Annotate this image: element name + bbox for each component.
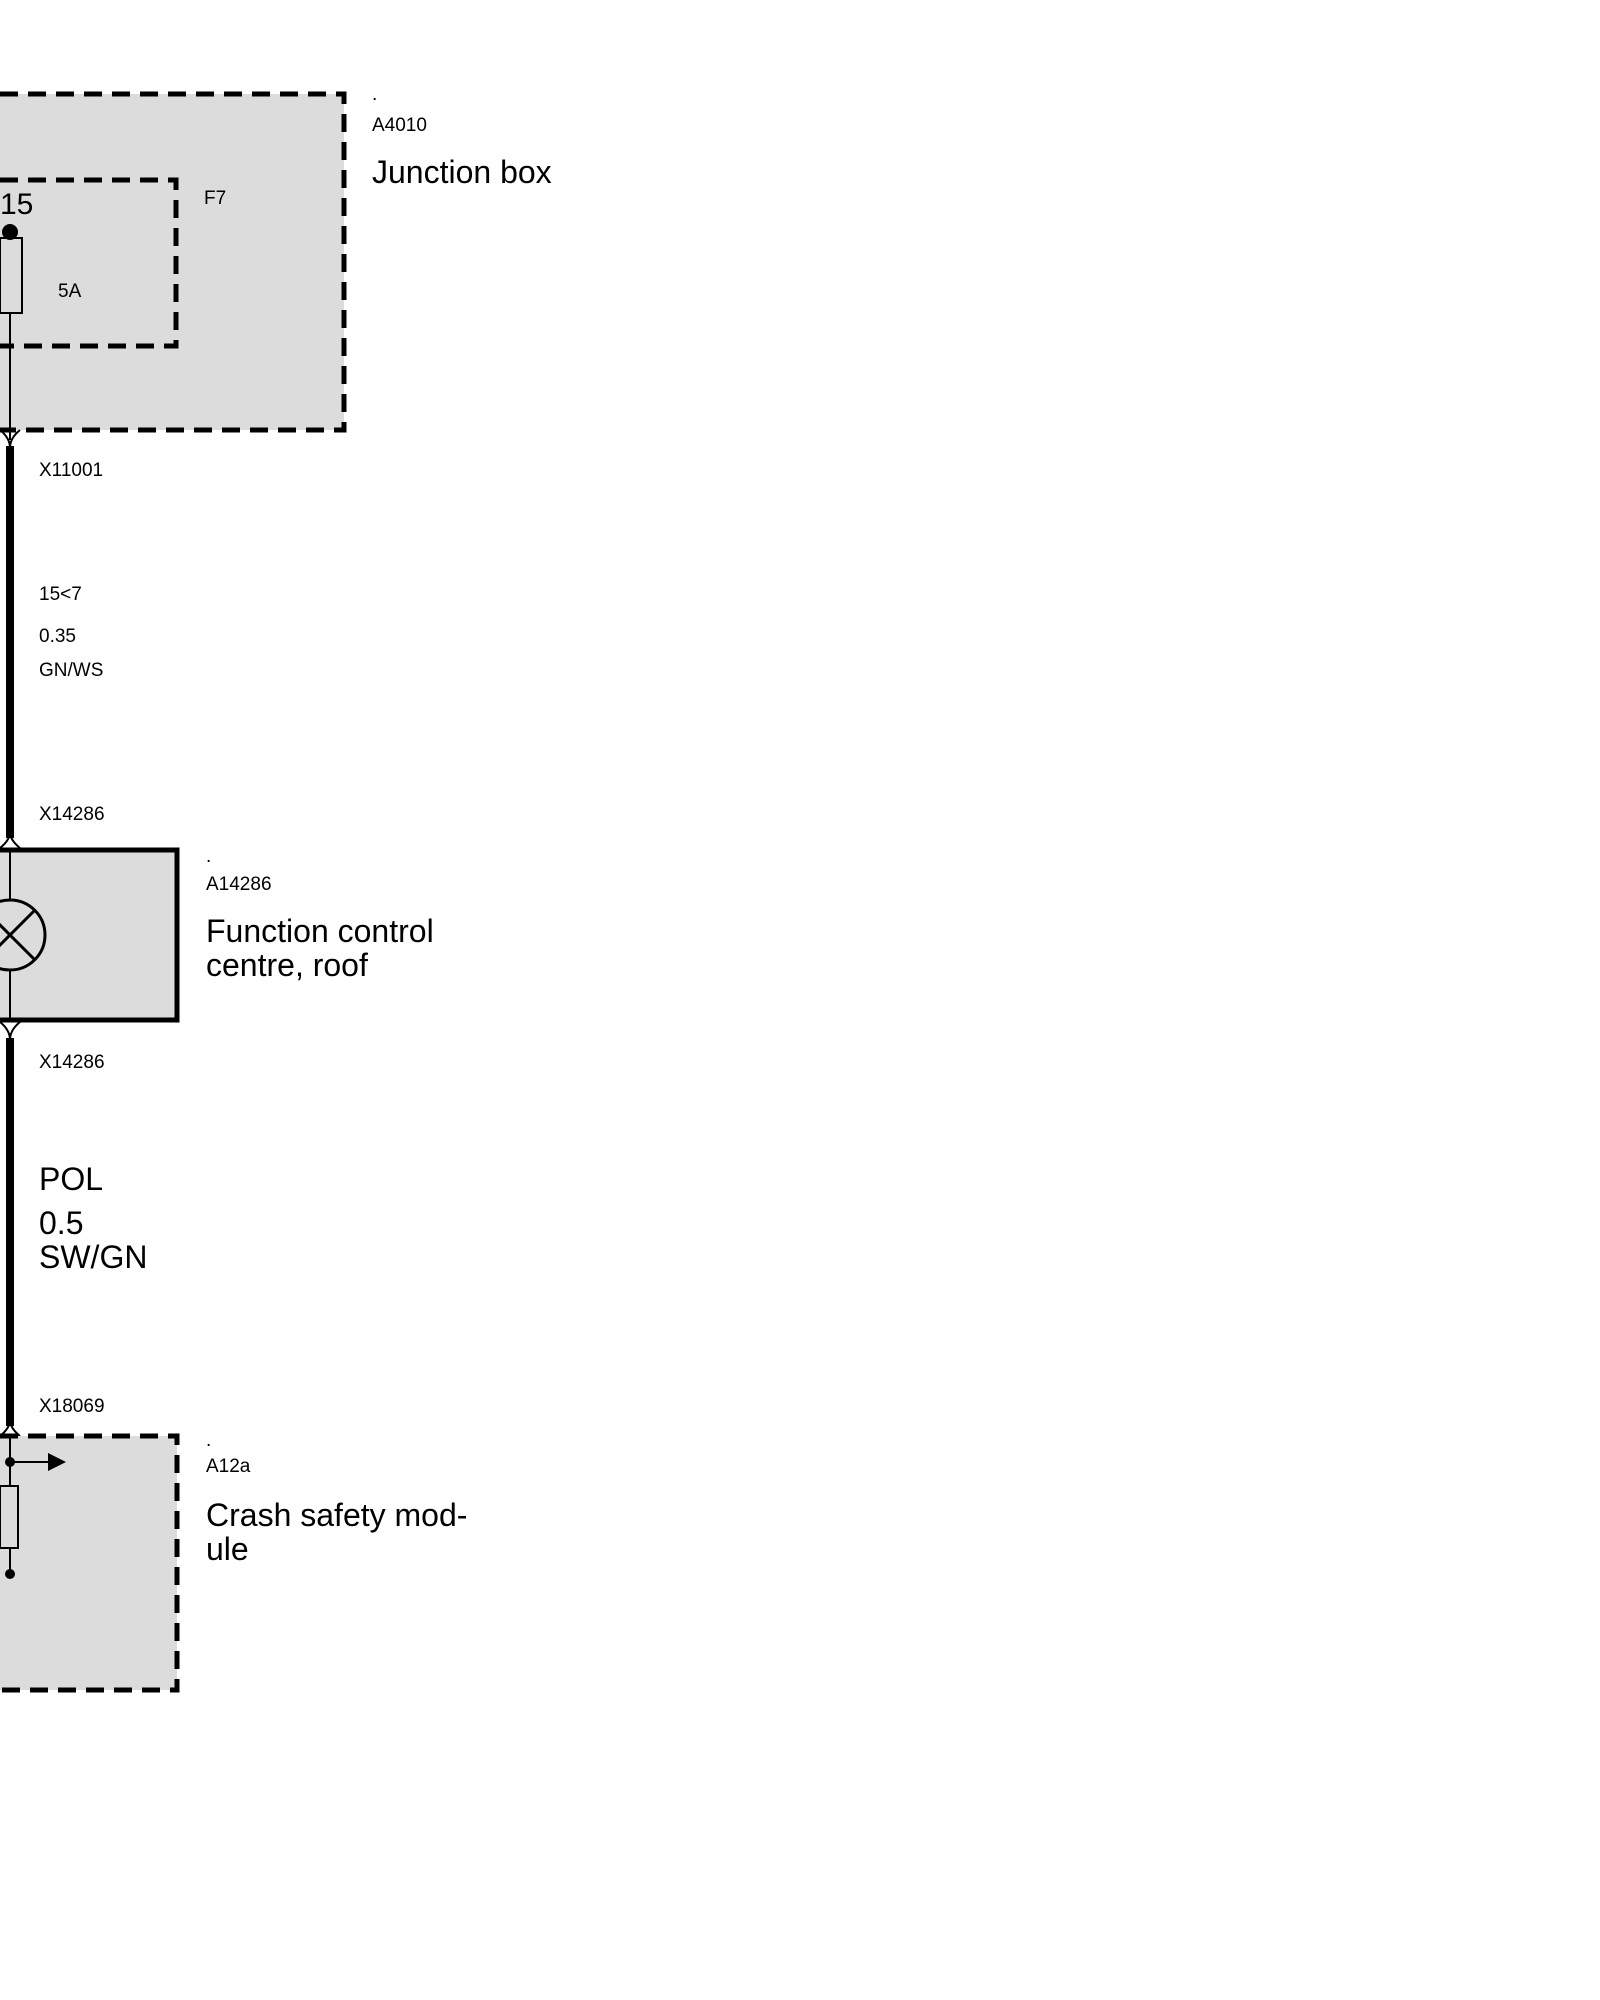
fuse-icon <box>0 224 23 440</box>
wire-1-signal: 15<7 <box>39 584 82 605</box>
fuse-holder-outline <box>0 177 179 349</box>
connector-x14286-top-label: X14286 <box>39 804 105 825</box>
junction-box-name: Junction box <box>372 154 552 190</box>
lamp-icon <box>0 898 47 972</box>
wire-2-signal: POL <box>39 1161 103 1197</box>
crash-module-dot: . <box>206 1430 211 1451</box>
wire-1-color: GN/WS <box>39 660 103 681</box>
crash-safety-module: X18069 . A12a Crash safety mod- ule <box>0 1396 467 1693</box>
crash-module-name-line1: Crash safety mod- <box>206 1497 467 1533</box>
wire-2: POL 0.5 SW/GN <box>0 1021 147 1437</box>
wire-1-gauge: 0.35 <box>39 626 76 647</box>
function-control-centre: X14286 . A14286 Function control centre,… <box>0 804 434 1073</box>
fuse-code: F7 <box>204 188 226 209</box>
function-control-name-line1: Function control <box>206 913 434 949</box>
crash-module-code: A12a <box>206 1456 251 1477</box>
connector-x18069-label: X18069 <box>39 1396 105 1417</box>
function-control-code: A14286 <box>206 874 272 895</box>
wire-2-color: SW/GN <box>39 1239 147 1275</box>
function-control-name-line2: centre, roof <box>206 947 368 983</box>
connector-x18069-symbol <box>0 1419 21 1437</box>
crash-module-outline <box>0 1433 180 1693</box>
function-control-dot: . <box>206 846 211 867</box>
connector-x14286-bottom-label: X14286 <box>39 1052 105 1073</box>
junction-box-code: A4010 <box>372 115 427 136</box>
output-arrow-icon <box>10 1453 66 1471</box>
junction-box-dot: . <box>372 84 377 105</box>
connector-x11001-label: X11001 <box>39 460 103 481</box>
function-control-outline <box>0 847 180 1023</box>
wire-1: X11001 15<7 0.35 GN/WS <box>0 429 103 849</box>
fuse-rating: 5A <box>58 281 82 302</box>
connector-x14286-bottom-symbol <box>0 1021 21 1041</box>
connector-x14286-top-symbol <box>0 831 21 849</box>
crash-module-name-line2: ule <box>206 1531 249 1567</box>
junction-box: . A4010 Junction box 15 F7 5A <box>0 84 552 440</box>
junction-box-pin: 15 <box>0 188 33 221</box>
wire-2-gauge: 0.5 <box>39 1205 83 1241</box>
